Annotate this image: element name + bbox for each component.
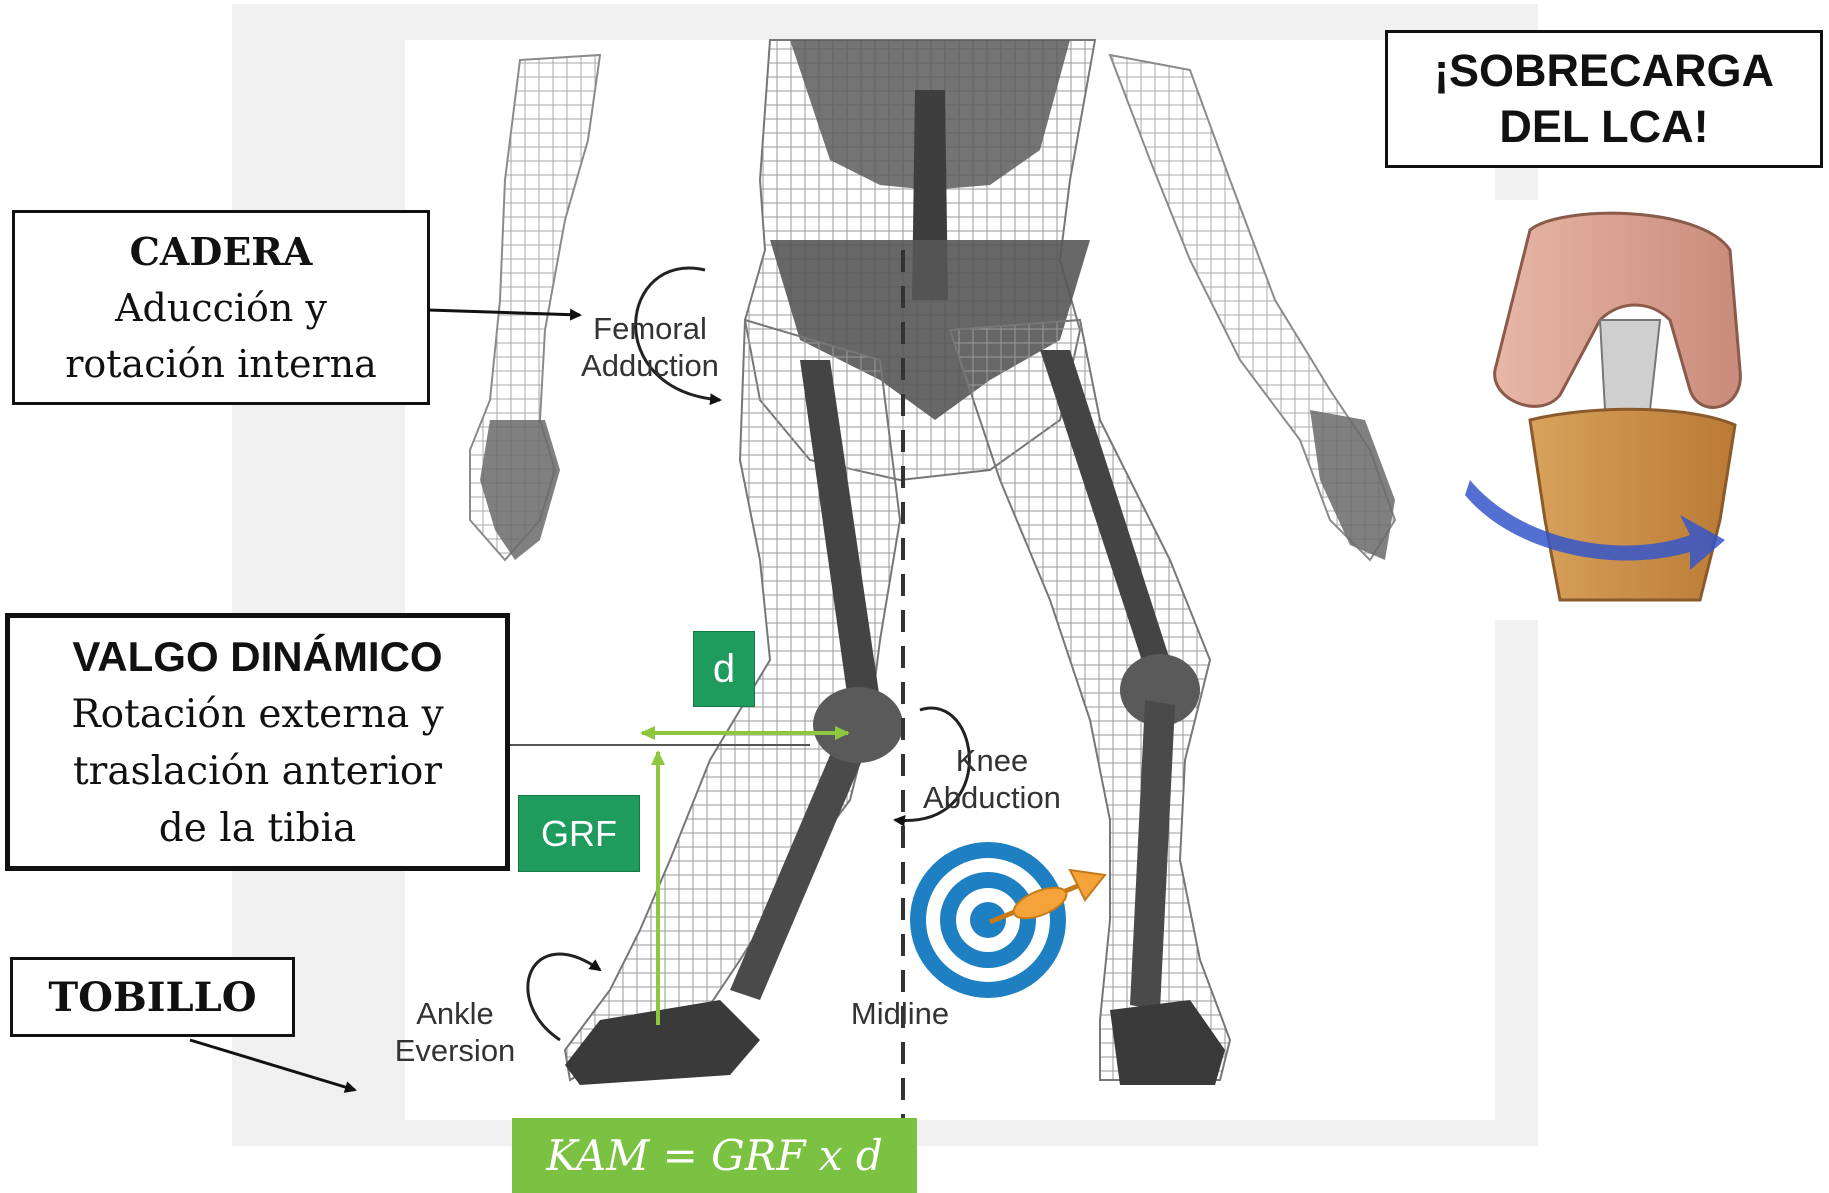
valgus-title: VALGO DINÁMICO (72, 628, 442, 686)
acl-overload-callout: ¡SOBRECARGA DEL LCA! (1385, 30, 1823, 168)
femoral-adduction-label: Femoral Adduction (570, 310, 730, 384)
kam-formula: KAM = GRF x d (512, 1118, 917, 1193)
ankle-label-line1: Ankle (380, 995, 530, 1032)
valgus-line1: Rotación externa y (71, 686, 443, 743)
ankle-eversion-label: Ankle Eversion (380, 995, 530, 1069)
hip-line1: Aducción y (115, 280, 327, 336)
knee-abduction-label: Knee Abduction (912, 742, 1072, 816)
ankle-label-line2: Eversion (380, 1032, 530, 1069)
valgus-callout: VALGO DINÁMICO Rotación externa y trasla… (5, 613, 510, 871)
valgus-line3: de la tibia (159, 800, 356, 857)
left-knee (813, 687, 903, 763)
target-icon (910, 842, 1066, 998)
knee-joint-illustration (1455, 200, 1755, 620)
grf-tag: GRF (518, 795, 640, 872)
hip-line2: rotación interna (65, 336, 377, 392)
acl-line1: ¡SOBRECARGA (1434, 43, 1774, 99)
knee-label-line1: Knee (912, 742, 1072, 779)
hip-title: CADERA (130, 224, 313, 280)
tibia-plateau (1530, 409, 1735, 600)
hip-callout: CADERA Aducción y rotación interna (12, 210, 430, 405)
ankle-title: TOBILLO (48, 974, 256, 1021)
d-tag: d (693, 631, 755, 707)
midline-label: Midline (835, 995, 965, 1032)
femoral-label-line2: Adduction (570, 347, 730, 384)
ankle-callout: TOBILLO (10, 957, 295, 1037)
acl-line2: DEL LCA! (1499, 99, 1708, 155)
femoral-label-line1: Femoral (570, 310, 730, 347)
acl-ligament (1600, 320, 1660, 410)
valgus-line2: traslación anterior (73, 743, 442, 800)
knee-label-line2: Abduction (912, 779, 1072, 816)
